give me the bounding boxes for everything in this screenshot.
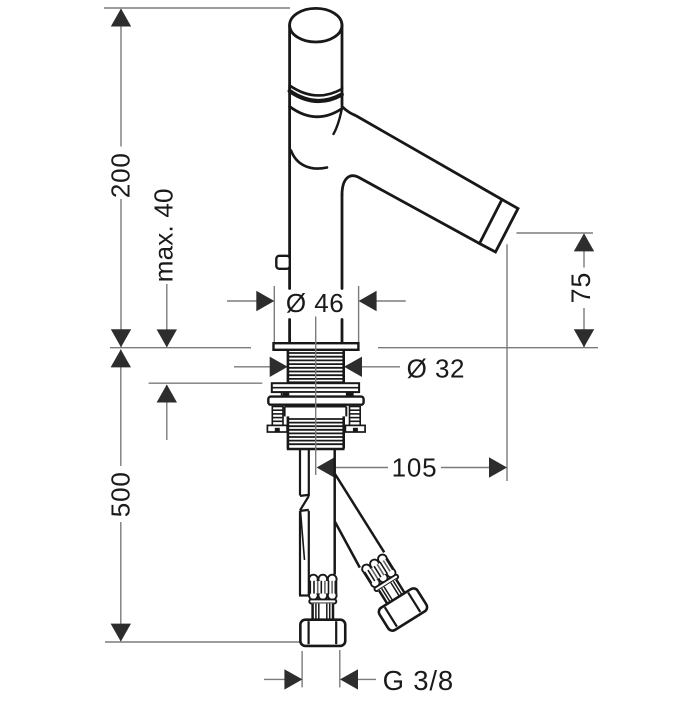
svg-text:105: 105 xyxy=(392,453,438,483)
svg-text:max. 40: max. 40 xyxy=(149,188,179,282)
svg-text:Ø 32: Ø 32 xyxy=(407,354,465,384)
svg-text:200: 200 xyxy=(106,152,136,198)
svg-text:G 3/8: G 3/8 xyxy=(383,665,454,696)
svg-text:75: 75 xyxy=(566,272,596,304)
svg-text:Ø 46: Ø 46 xyxy=(286,288,344,318)
svg-text:500: 500 xyxy=(106,471,136,517)
